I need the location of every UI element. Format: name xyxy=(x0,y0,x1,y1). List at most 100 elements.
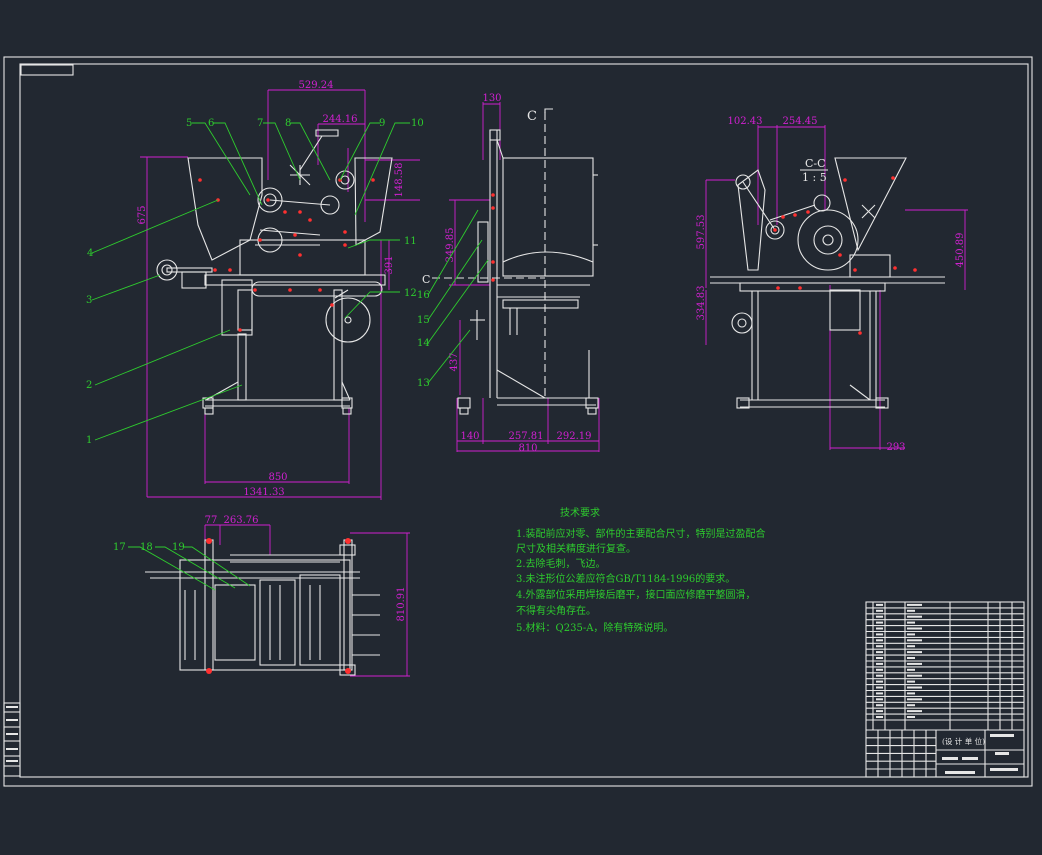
bom-cell-mark xyxy=(876,651,883,654)
part-17: 17 xyxy=(113,542,126,553)
part-9: 9 xyxy=(379,118,385,129)
side-view: 130 349.85 140 257.81 292.19 810 437 xyxy=(417,93,600,454)
bom-cell-mark xyxy=(876,668,883,671)
side-dimensions: 130 349.85 140 257.81 292.19 810 437 xyxy=(445,93,600,454)
bom-cell-mark xyxy=(876,716,883,718)
front-leaders xyxy=(91,122,410,441)
part-3: 3 xyxy=(86,295,92,306)
dim-77: 77 xyxy=(205,515,218,526)
bom-cell-mark xyxy=(907,704,915,707)
plan-view: 77 263.76 810.91 1 xyxy=(113,515,410,677)
bom-cell-mark xyxy=(907,603,922,606)
side-leaders xyxy=(427,209,489,384)
bom-cell-mark xyxy=(876,621,883,624)
bom-cell-mark xyxy=(907,657,915,659)
part-5: 5 xyxy=(186,118,192,129)
part-7: 7 xyxy=(257,118,263,129)
technical-requirements: 技术要求 1.装配前应对零、部件的主要配合尺寸，特别是过盈配合 尺寸及相关精度进… xyxy=(516,506,766,634)
dim-529: 529.24 xyxy=(299,80,334,91)
bom-cell-mark xyxy=(876,710,883,713)
dim-244: 244.16 xyxy=(323,114,358,125)
tech-line-1: 1.装配前应对零、部件的主要配合尺寸，特别是过盈配合 xyxy=(516,527,766,540)
bom-cell-mark xyxy=(876,704,883,707)
bom-cell-mark xyxy=(907,615,922,618)
left-margin-table xyxy=(3,702,21,777)
right-dimensions: 102.43 254.45 597.53 450.89 334.83 293 xyxy=(696,116,968,453)
tech-line-4: 3.未注形位公差应符合GB/T1184-1996的要求。 xyxy=(516,572,735,585)
bom-cell-mark xyxy=(876,674,883,677)
part-12: 12 xyxy=(404,288,417,299)
dim-597: 597.53 xyxy=(696,215,707,250)
dim-437: 437 xyxy=(449,352,460,371)
dim-349: 349.85 xyxy=(445,228,456,263)
bom-cell-mark xyxy=(907,639,922,642)
part-15: 15 xyxy=(417,315,430,326)
tech-line-6: 不得有尖角存在。 xyxy=(516,604,596,617)
bom-cell-mark xyxy=(907,651,922,654)
tech-line-2: 尺寸及相关精度进行复查。 xyxy=(516,542,636,555)
tech-line-5: 4.外露部位采用焊接后磨平，接口面应修磨平整圆滑， xyxy=(516,588,756,601)
section-scale: 1 : 5 xyxy=(802,171,827,184)
bom-table xyxy=(866,602,1024,730)
bom-cell-mark xyxy=(876,692,883,695)
bom-cell-mark xyxy=(876,603,883,606)
bom-cell-mark xyxy=(907,662,922,665)
code-box xyxy=(20,64,74,76)
plan-leaders xyxy=(128,546,251,591)
dim-810: 810 xyxy=(518,443,537,454)
dim-675: 675 xyxy=(137,205,148,224)
bom-cell-mark xyxy=(907,621,915,624)
bom-cell-mark xyxy=(907,680,915,683)
part-1: 1 xyxy=(86,435,92,446)
bom-cell-mark xyxy=(907,609,915,612)
bom-cell-mark xyxy=(876,698,883,701)
part-11: 11 xyxy=(404,236,417,247)
bom-cell-mark xyxy=(907,692,915,695)
bom-cell-mark xyxy=(876,633,883,636)
bom-cell-mark xyxy=(876,645,883,648)
dim-102: 102.43 xyxy=(728,116,763,127)
front-view: 529.24 244.16 148.58 675 850 1341.33 391 xyxy=(86,80,424,500)
dim-293: 293 xyxy=(886,442,905,453)
dim-334: 334.83 xyxy=(696,286,707,321)
part-8: 8 xyxy=(285,118,291,129)
bom-cell-mark xyxy=(907,710,922,713)
bom-cell-mark xyxy=(876,662,883,665)
section-view: 102.43 254.45 597.53 450.89 334.83 293 C… xyxy=(696,116,968,453)
section-c-top: C xyxy=(527,109,537,124)
bom-cell-mark xyxy=(907,627,922,630)
part-4: 4 xyxy=(87,248,93,259)
dim-1341: 1341.33 xyxy=(243,487,284,498)
part-6: 6 xyxy=(208,118,214,129)
front-dimensions: 529.24 244.16 148.58 675 850 1341.33 391 xyxy=(137,80,420,500)
dim-257: 257.81 xyxy=(509,431,544,442)
tech-line-3: 2.去除毛刺，飞边。 xyxy=(516,557,606,570)
bom-cell-mark xyxy=(876,609,883,612)
dim-292: 292.19 xyxy=(557,431,592,442)
bom-cell-mark xyxy=(907,633,915,636)
part-19: 19 xyxy=(172,542,185,553)
bom-cell-mark xyxy=(876,680,883,683)
design-unit: (设 计 单 位) xyxy=(942,736,985,746)
bom-cell-mark xyxy=(907,686,922,689)
part-10: 10 xyxy=(411,118,424,129)
part-14: 14 xyxy=(417,338,430,349)
tech-title: 技术要求 xyxy=(560,506,600,519)
inner-frame xyxy=(19,63,1029,778)
dim-391: 391 xyxy=(384,255,395,274)
dim-850: 850 xyxy=(268,472,287,483)
bom-cell-mark xyxy=(907,698,922,701)
part-16: 16 xyxy=(417,290,430,301)
part-2: 2 xyxy=(86,380,92,391)
dim-450: 450.89 xyxy=(955,233,966,268)
dim-130: 130 xyxy=(482,93,501,104)
section-name: C-C xyxy=(805,157,826,170)
title-block: (设 计 单 位) xyxy=(865,601,1025,778)
dim-254: 254.45 xyxy=(783,116,818,127)
bom-cell-mark xyxy=(876,639,883,642)
bom-cell-mark xyxy=(876,615,883,618)
section-c-left: C xyxy=(422,273,430,286)
dim-140: 140 xyxy=(460,431,479,442)
bom-cell-mark xyxy=(876,686,883,689)
